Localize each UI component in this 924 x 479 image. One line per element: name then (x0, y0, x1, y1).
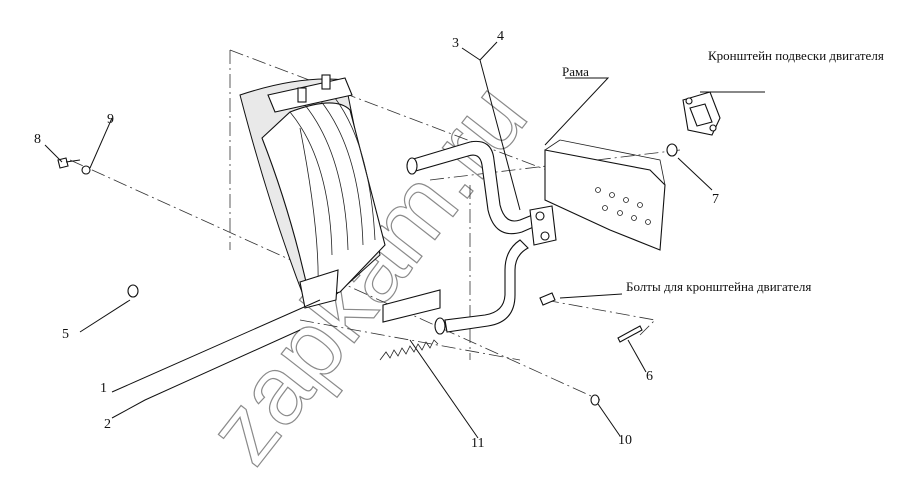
fasteners (57, 143, 678, 406)
part-number-3: 3 (452, 36, 459, 51)
label-engine-bracket: Кронштейн подвески двигателя (708, 48, 884, 63)
part-number-11: 11 (471, 436, 484, 451)
spring-element (379, 289, 441, 361)
fender-assembly (239, 74, 386, 309)
label-frame: Рама (562, 64, 589, 79)
part-number-4: 4 (497, 29, 504, 44)
part-number-1: 1 (100, 381, 107, 396)
part-number-5: 5 (62, 327, 69, 342)
part-number-7: 7 (712, 192, 719, 207)
part-number-9: 9 (107, 112, 114, 127)
pipe-assembly (406, 140, 557, 335)
part-number-8: 8 (34, 132, 41, 147)
part-number-2: 2 (104, 417, 111, 432)
label-bracket-bolts: Болты для кронштейна двигателя (626, 279, 811, 294)
engine-mount-bracket (682, 91, 721, 136)
part-number-10: 10 (618, 433, 632, 448)
frame-rail (544, 139, 666, 251)
watermark: zapkam.ru (187, 64, 547, 479)
leader-lines (44, 41, 765, 439)
part-number-6: 6 (646, 369, 653, 384)
